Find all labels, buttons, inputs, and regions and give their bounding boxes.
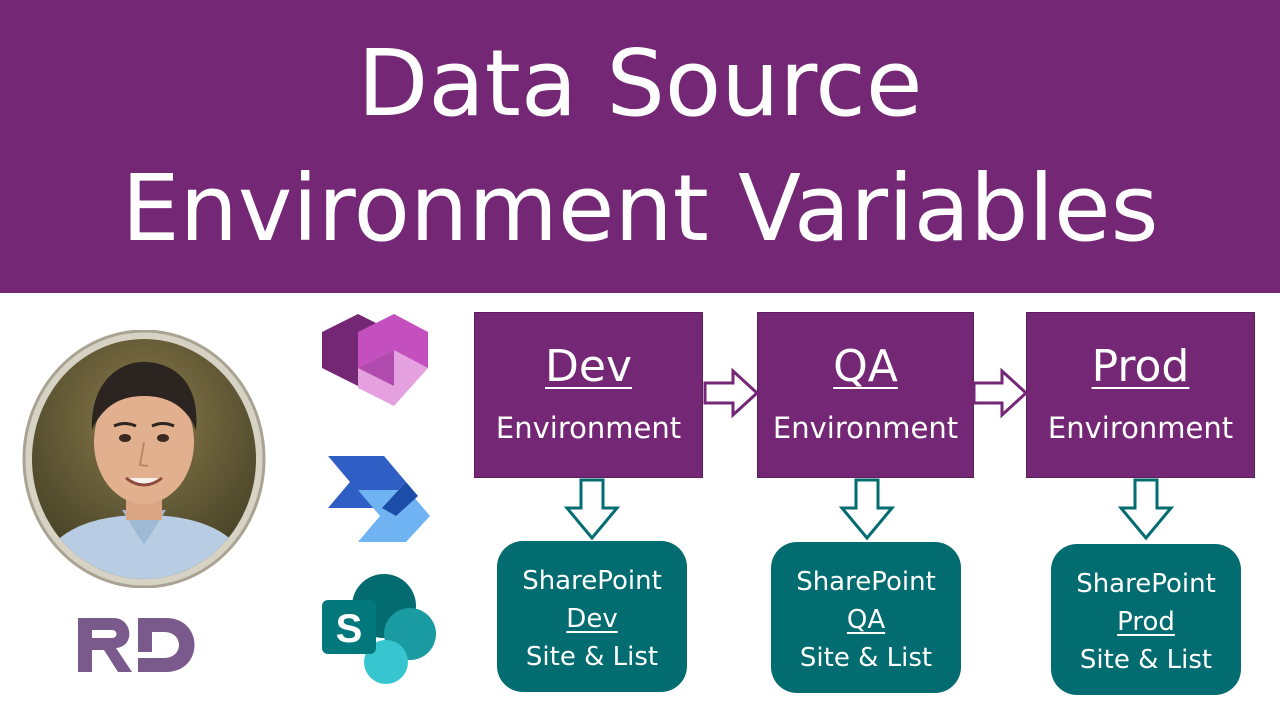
sharepoint-env-qa: QA [846,605,886,635]
sharepoint-env-dev: Dev [566,604,618,634]
sharepoint-env-prod: Prod [1117,607,1175,637]
sharepoint-site-prod: SharePoint Prod Site & List [1051,544,1241,695]
arrow-dev-to-qa [703,367,759,419]
env-name-prod: Prod [1091,341,1190,392]
sharepoint-site-dev: SharePoint Dev Site & List [497,541,687,692]
svg-text:S: S [336,607,363,651]
sharepoint-label: SharePoint [796,567,936,597]
env-name-qa: QA [833,341,898,392]
arrow-prod-to-sharepoint [1117,478,1175,542]
presenter-photo [22,329,266,589]
rd-logo [74,612,198,676]
env-box-qa: QA Environment [757,312,974,478]
arrow-qa-to-prod [972,367,1028,419]
arrow-qa-to-sharepoint [838,478,896,542]
sharepoint-site-list-label: Site & List [525,642,659,672]
title-line-2: Environment Variables [121,155,1159,262]
env-box-dev: Dev Environment [474,312,703,478]
sharepoint-site-list-label: Site & List [799,643,933,673]
env-box-prod: Prod Environment [1026,312,1255,478]
sharepoint-site-list-label: Site & List [1079,645,1213,675]
env-label-dev: Environment [495,411,682,445]
sharepoint-label: SharePoint [522,566,662,596]
env-label-prod: Environment [1047,411,1234,445]
power-apps-icon [318,310,432,410]
sharepoint-icon: S [320,572,438,684]
power-automate-icon [322,452,436,544]
sharepoint-label: SharePoint [1076,569,1216,599]
sharepoint-site-qa: SharePoint QA Site & List [771,542,961,693]
title-banner: Data Source Environment Variables [0,0,1280,293]
env-name-dev: Dev [545,341,632,392]
title-line-1: Data Source [357,30,923,137]
env-label-qa: Environment [772,411,959,445]
arrow-dev-to-sharepoint [563,478,621,542]
